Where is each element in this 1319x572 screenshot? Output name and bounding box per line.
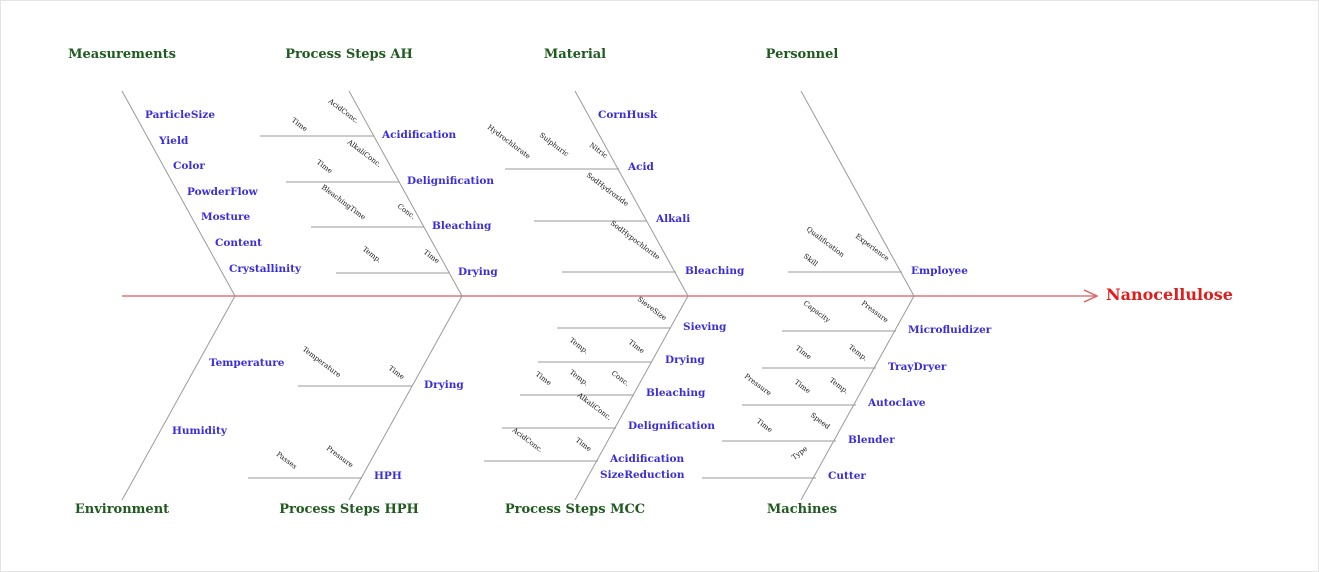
cause-label: Bleaching: [432, 220, 492, 232]
cause-label: CornHusk: [598, 109, 658, 121]
cause-label: PowderFlow: [187, 186, 259, 198]
cause-label: Color: [173, 160, 205, 172]
cause-label: Mosture: [201, 211, 251, 223]
cause-label: Blender: [848, 434, 895, 446]
cause-label: TrayDryer: [888, 361, 947, 373]
cause-label: Acidification: [381, 129, 457, 141]
cause-label: Content: [215, 237, 262, 249]
rib-process-steps-ah: [348, 90, 463, 297]
cause-label: Humidity: [172, 425, 228, 437]
cause-label: Delignification: [628, 420, 715, 432]
cause-label: Autoclave: [867, 397, 926, 409]
rib-material: [574, 90, 689, 297]
rib-personnel: [800, 90, 915, 297]
cause-label: Alkali: [655, 213, 690, 225]
category-process-steps-hph: Process Steps HPH: [279, 502, 419, 517]
cause-label: Drying: [458, 266, 498, 278]
rib-environment: [121, 295, 236, 501]
rib-process-steps-hph: [348, 295, 463, 501]
cause-label: Bleaching: [646, 387, 706, 399]
category-process-steps-mcc: Process Steps MCC: [505, 502, 645, 517]
cause-label: Yield: [158, 135, 189, 147]
category-material: Material: [544, 47, 606, 62]
rib-machines: [800, 295, 915, 501]
cause-label: HPH: [374, 470, 402, 482]
category-measurements: Measurements: [68, 47, 176, 62]
cause-label: Delignification: [407, 175, 494, 187]
category-process-steps-ah: Process Steps AH: [285, 47, 413, 62]
rib-process-steps-mcc: [574, 295, 689, 501]
cause-label: Acid: [627, 161, 655, 173]
effect-label: Nanocellulose: [1106, 285, 1233, 304]
category-machines: Machines: [767, 502, 837, 517]
cause-label: Drying: [665, 354, 705, 366]
cause-label: Drying: [424, 379, 464, 391]
cause-label: Sieving: [683, 321, 727, 333]
cause-label: Temperature: [209, 357, 285, 369]
category-personnel: Personnel: [766, 47, 839, 62]
spine-arrowhead: [1083, 289, 1099, 303]
cause-label: ParticleSize: [145, 109, 215, 121]
rib-measurements: [121, 90, 236, 297]
cause-label: Cutter: [828, 470, 866, 482]
cause-label: Bleaching: [685, 265, 745, 277]
cause-label: Microfluidizer: [908, 324, 992, 336]
cause-label: SizeReduction: [600, 469, 685, 481]
category-environment: Environment: [75, 502, 169, 517]
cause-label: Crystallinity: [229, 263, 302, 275]
cause-label: Acidification: [609, 453, 685, 465]
cause-label: Employee: [911, 265, 968, 277]
